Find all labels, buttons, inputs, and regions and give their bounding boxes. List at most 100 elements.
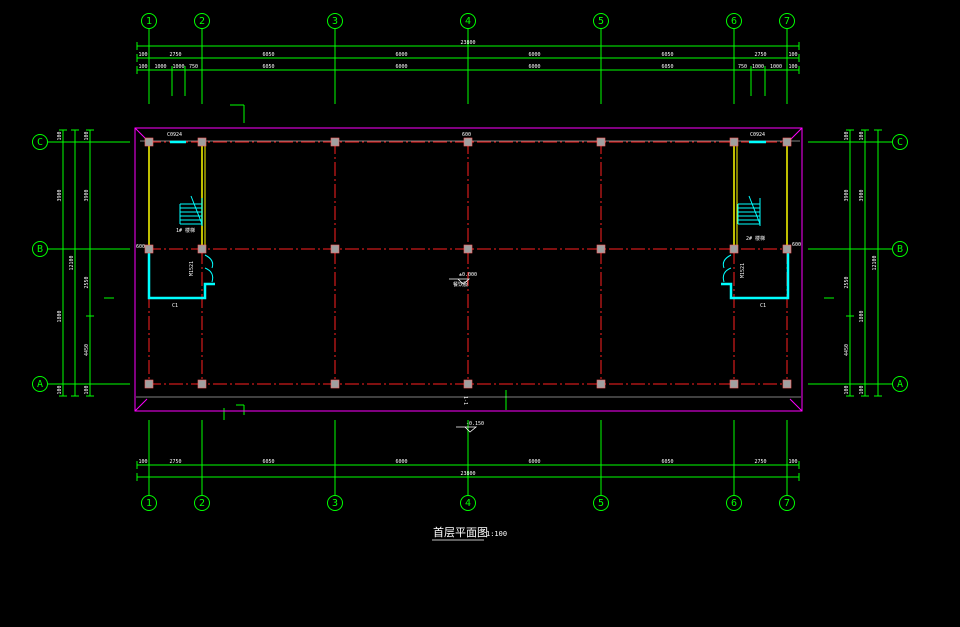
dim-top-row2-text: 6000 bbox=[528, 64, 540, 70]
axis-bubble-bottom-5-label: 5 bbox=[598, 498, 604, 509]
axis-bubble-left-B-circle bbox=[32, 241, 48, 257]
column-6C bbox=[729, 137, 739, 147]
axis-bubble-bottom-4-label: 4 bbox=[465, 498, 471, 509]
window-label-top-left: C0924 bbox=[167, 132, 182, 138]
column-5B bbox=[596, 244, 606, 254]
axis-bubble-bottom-2-label: 2 bbox=[199, 498, 205, 509]
dim-left-row2-text: 2550 bbox=[84, 276, 90, 288]
dim-left-row2-text: 3900 bbox=[84, 189, 90, 201]
axis-bubble-top-6-label: 6 bbox=[731, 16, 737, 27]
column-4A bbox=[463, 379, 473, 389]
axis-bubble-bottom-1-circle bbox=[141, 495, 157, 511]
axis-bubble-right-C-circle bbox=[892, 134, 908, 150]
axis-bubble-bottom-1-label: 1 bbox=[146, 498, 152, 509]
dim-right-row2-text: 100 bbox=[844, 131, 850, 140]
dim-top-row2-text: 6050 bbox=[661, 64, 673, 70]
dim-top-row2-text: 1000 bbox=[770, 64, 782, 70]
drawing-title: 首层平面图 bbox=[433, 525, 488, 539]
dim-top-row2-text: 100 bbox=[138, 64, 147, 70]
column-1A bbox=[144, 379, 154, 389]
dim-bottom-row-text: 2750 bbox=[754, 459, 766, 465]
dim-top-row2-text: 1000 bbox=[752, 64, 764, 70]
axis-bubble-right-B-circle bbox=[892, 241, 908, 257]
dim-top-row2-text: 6000 bbox=[395, 64, 407, 70]
stair-left-arrow bbox=[190, 195, 203, 225]
dim-bottom-row-text: 6050 bbox=[262, 459, 274, 465]
dim-top-row2-text: 750 bbox=[189, 64, 198, 70]
dim-top-row1-text: 2750 bbox=[754, 52, 766, 58]
dim-top-row2-text: 100 bbox=[788, 64, 797, 70]
dim-left-row2-text: 100 bbox=[84, 131, 90, 140]
outline-corner bbox=[789, 127, 803, 141]
axis-bubble-top-4-label: 4 bbox=[465, 16, 471, 27]
section-mark-bottom: 1-1 bbox=[462, 396, 468, 405]
door-swing-left bbox=[204, 254, 214, 283]
axis-bubble-top-7-label: 7 bbox=[784, 16, 790, 27]
dim-left-row1-text: 100 bbox=[57, 131, 63, 140]
dim-right-row2-text: 4450 bbox=[844, 344, 850, 356]
wall-right-room bbox=[721, 252, 790, 300]
window-label-top-right: C0924 bbox=[750, 132, 765, 138]
dim-top-row2-text: 1000 bbox=[172, 64, 184, 70]
dim-bottom-row-text: 2750 bbox=[169, 459, 181, 465]
axis-bubble-top-1-label: 1 bbox=[146, 16, 152, 27]
axis-bubble-right-A-circle bbox=[892, 376, 908, 392]
axis-bubble-right-A-label: A bbox=[897, 379, 903, 390]
elevation-symbol-bottom bbox=[456, 426, 478, 433]
axis-bubble-bottom-3-label: 3 bbox=[332, 498, 338, 509]
cabinet-label-right: C1 bbox=[760, 303, 766, 309]
dim-top-total-text: 23800 bbox=[460, 40, 475, 46]
column-6A bbox=[729, 379, 739, 389]
drawing-scale: 1:100 bbox=[486, 530, 507, 538]
axis-bubble-top-7-circle bbox=[779, 13, 795, 29]
axis-bubble-bottom-2-circle bbox=[194, 495, 210, 511]
axis-bubble-right-C-label: C bbox=[897, 137, 903, 148]
axis-bubble-top-5-circle bbox=[593, 13, 609, 29]
dim-top-row1-text: 100 bbox=[788, 52, 797, 58]
column-3C bbox=[330, 137, 340, 147]
dim-left-row1-text: 1800 bbox=[57, 310, 63, 322]
outline-corner bbox=[134, 398, 148, 412]
dim-bottom-row-text: 6000 bbox=[528, 459, 540, 465]
axis-bubble-top-2-circle bbox=[194, 13, 210, 29]
cabinet-label-left: C1 bbox=[172, 303, 178, 309]
axis-bubble-bottom-4-circle bbox=[460, 495, 476, 511]
dim-top-row1-text: 6000 bbox=[395, 52, 407, 58]
axis-bubble-top-4-circle bbox=[460, 13, 476, 29]
dim-top-row1-text: 100 bbox=[138, 52, 147, 58]
column-1C bbox=[144, 137, 154, 147]
walls-and-stairs bbox=[147, 140, 790, 433]
column-4C bbox=[463, 137, 473, 147]
axis-bubble-bottom-6-label: 6 bbox=[731, 498, 737, 509]
axis-bubble-top-1-circle bbox=[141, 13, 157, 29]
column-7A bbox=[782, 379, 792, 389]
label-600-right: 600 bbox=[792, 242, 801, 248]
axis-bubble-bottom-6-circle bbox=[726, 495, 742, 511]
window-label-top-mid: 600 bbox=[462, 132, 471, 138]
column-3B bbox=[330, 244, 340, 254]
dim-right-row1-text: 100 bbox=[859, 131, 865, 140]
column-1B bbox=[144, 244, 154, 254]
dimension-lines: 23800 100 2750 6050 6000 6000 6050 2750 100 100 10… bbox=[57, 40, 882, 481]
dim-right-row1-text: 3900 bbox=[859, 189, 865, 201]
column-7C bbox=[782, 137, 792, 147]
dim-right-row2-text: 100 bbox=[844, 385, 850, 394]
column-5C bbox=[596, 137, 606, 147]
columns bbox=[144, 137, 792, 389]
stair-label-left: 1# 楼梯 bbox=[176, 227, 195, 234]
dim-top-row2-text: 1000 bbox=[154, 64, 166, 70]
dim-top-row1-text: 6050 bbox=[661, 52, 673, 58]
axis-bubble-top-3-label: 3 bbox=[332, 16, 338, 27]
axis-bubble-right-B-label: B bbox=[897, 244, 903, 255]
column-2A bbox=[197, 379, 207, 389]
axis-bubble-left-C-label: C bbox=[37, 137, 43, 148]
label-600-left: 600 bbox=[136, 244, 145, 250]
stair-right-arrow bbox=[748, 195, 761, 225]
column-5A bbox=[596, 379, 606, 389]
dim-top-row1-text: 6000 bbox=[528, 52, 540, 58]
elevation-symbol-center bbox=[449, 278, 471, 285]
axis-bubble-bottom-5-circle bbox=[593, 495, 609, 511]
door-label-right: M1521 bbox=[740, 263, 746, 278]
